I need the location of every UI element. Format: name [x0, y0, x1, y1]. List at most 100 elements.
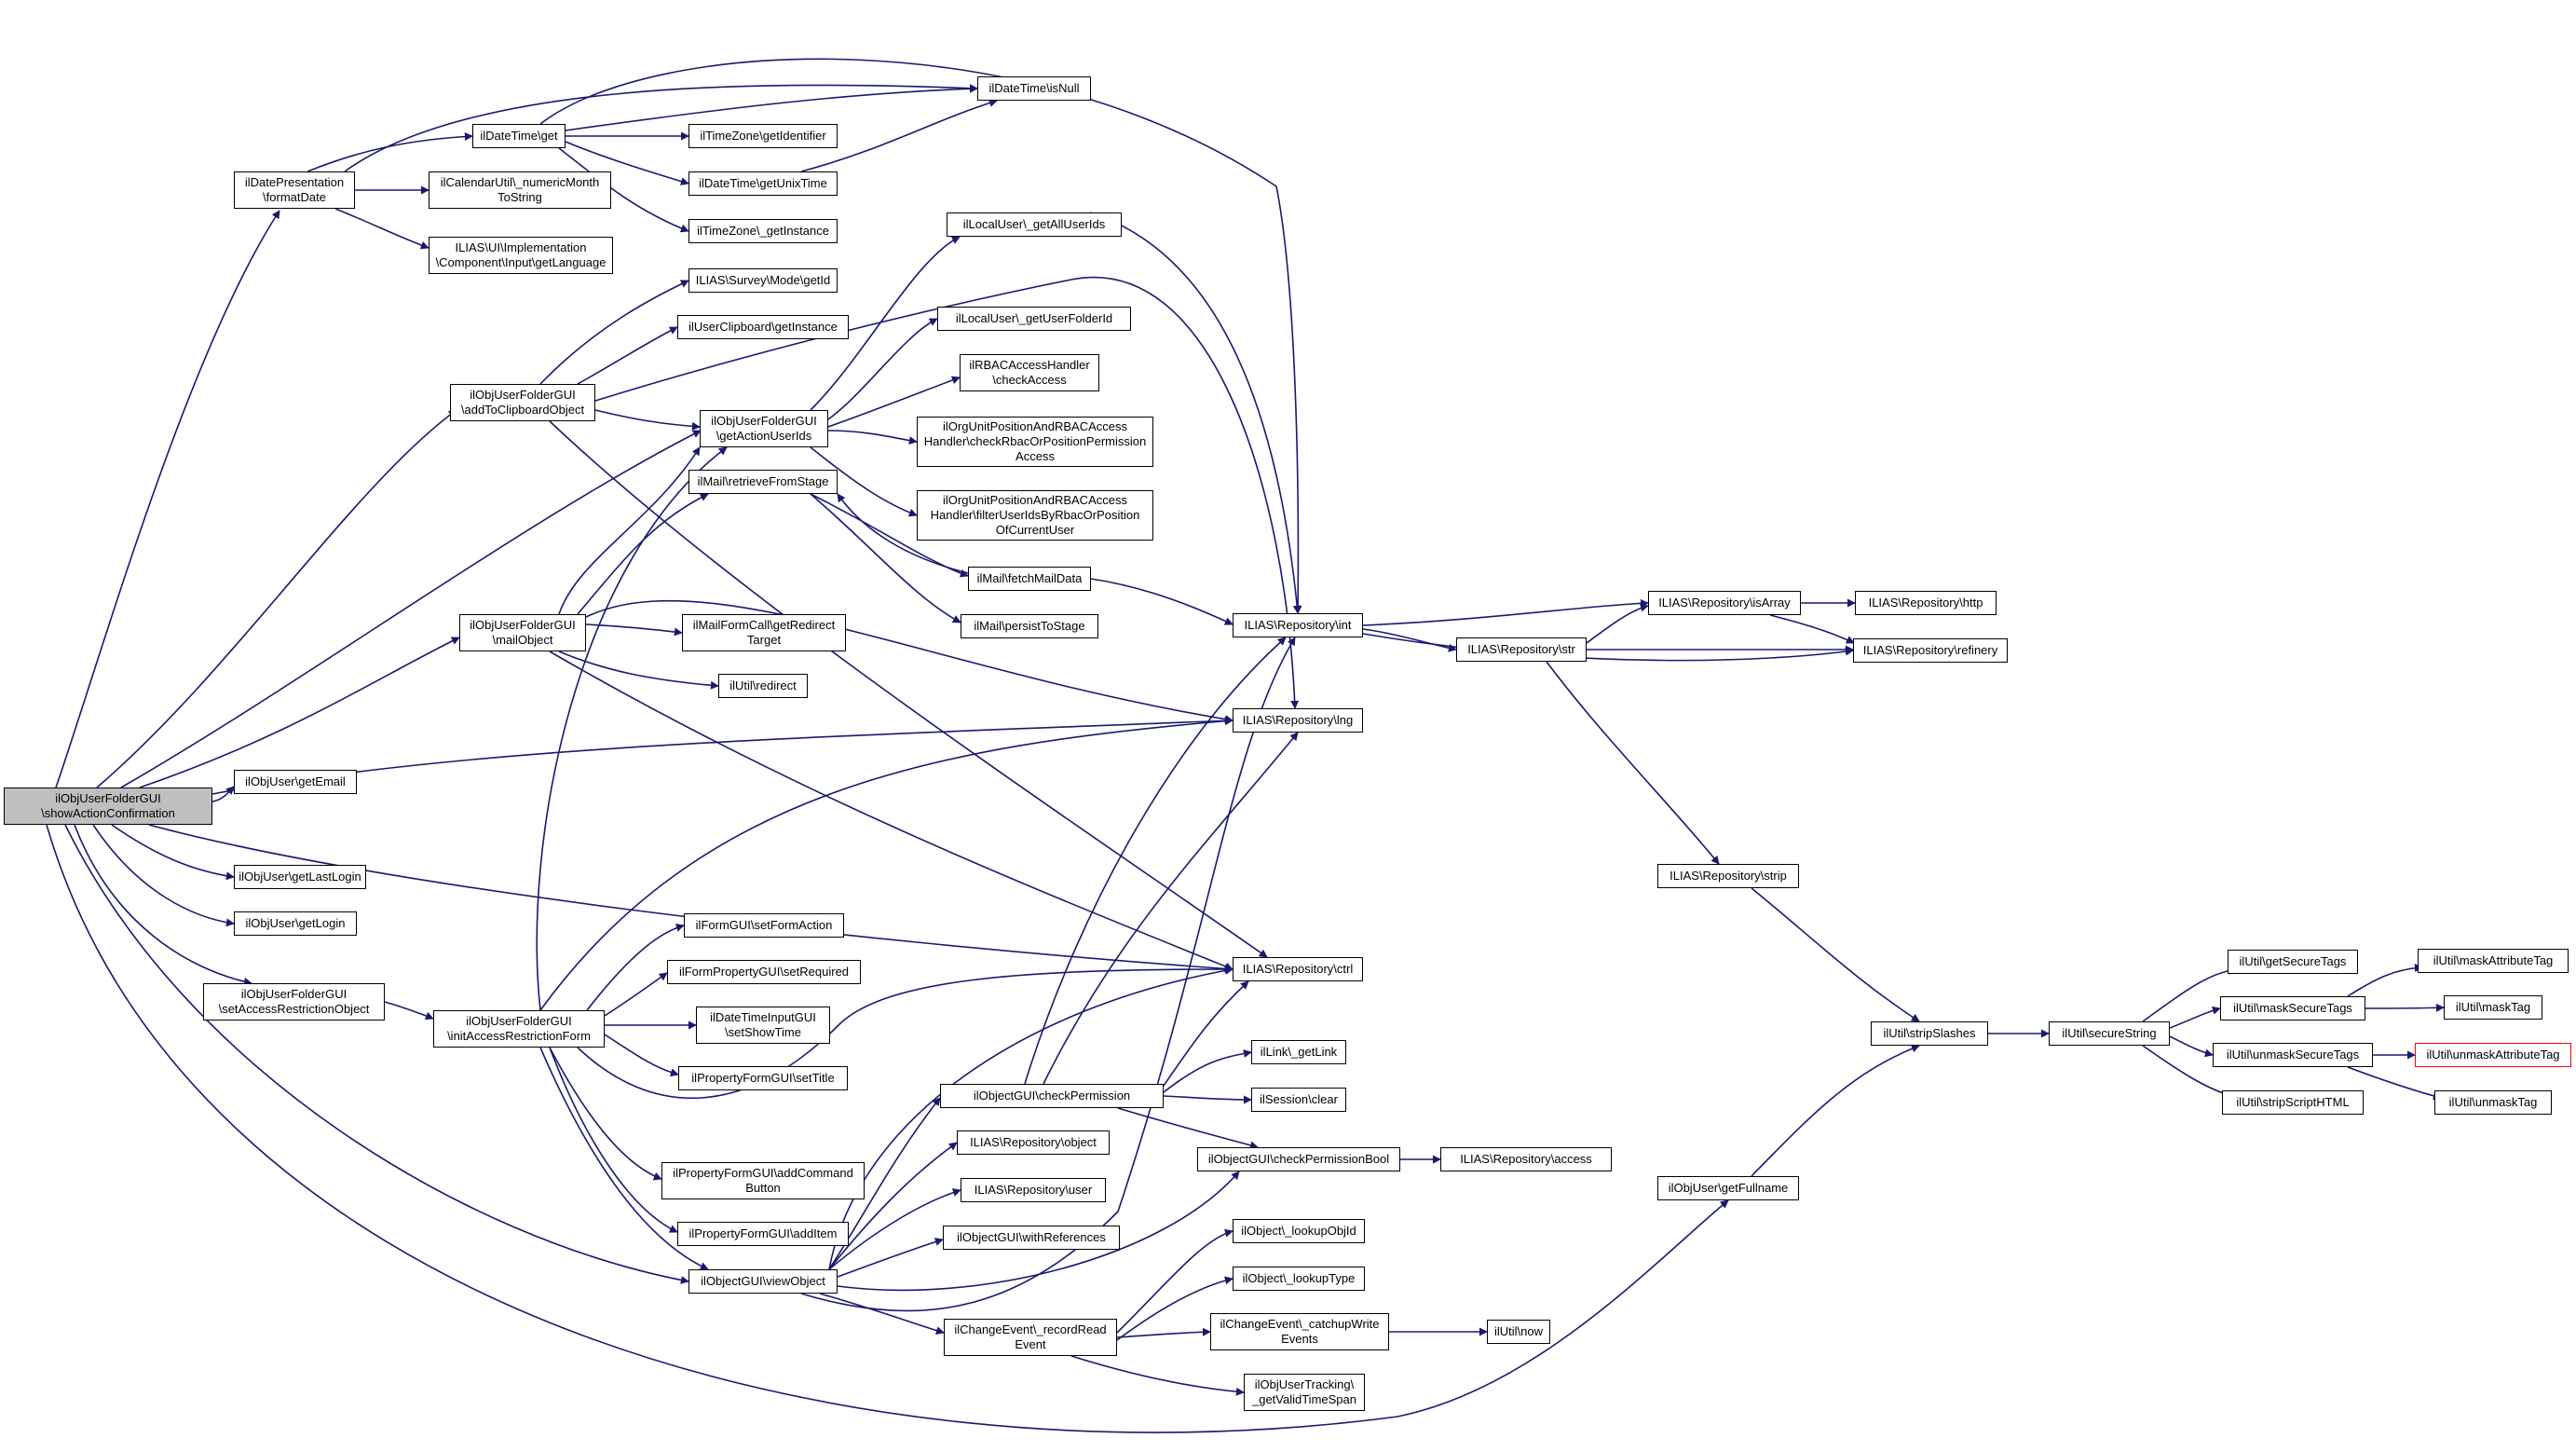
node-datetime-get[interactable]: ilDateTime\get	[472, 124, 566, 148]
node-util-unmask-tag[interactable]: ilUtil\unmaskTag	[2434, 1090, 2552, 1115]
node-set-access-restriction-object[interactable]: ilObjUserFolderGUI \setAccessRestriction…	[203, 983, 385, 1021]
call-edge	[558, 446, 701, 615]
call-edge	[1586, 603, 1649, 644]
call-edge	[594, 276, 1300, 709]
node-mail-form-call-get-redirect-target[interactable]: ilMailFormCall\getRedirect Target	[682, 614, 846, 651]
node-calendar-numeric-month[interactable]: ilCalendarUtil\_numericMonth ToString	[429, 171, 611, 209]
node-repository-user[interactable]: ILIAS\Repository\user	[961, 1178, 1106, 1202]
node-timezone-get-instance[interactable]: ilTimeZone\_getInstance	[688, 219, 838, 243]
node-mail-retrieve-from-stage[interactable]: ilMail\retrieveFromStage	[688, 470, 838, 494]
node-repository-str[interactable]: ILIAS\Repository\str	[1456, 637, 1587, 662]
call-edge	[549, 420, 1268, 958]
node-get-login[interactable]: ilObjUser\getLogin	[234, 911, 357, 936]
node-util-mask-tag[interactable]: ilUtil\maskTag	[2444, 995, 2542, 1020]
call-edge	[384, 1001, 434, 1021]
node-mail-fetch-mail-data[interactable]: ilMail\fetchMailData	[968, 567, 1091, 591]
node-util-unmask-attribute-tag[interactable]: ilUtil\unmaskAttributeTag	[2415, 1043, 2571, 1067]
node-datetime-get-unix-time[interactable]: ilDateTime\getUnixTime	[688, 171, 838, 196]
node-property-form-add-item[interactable]: ilPropertyFormGUI\addItem	[677, 1222, 849, 1246]
node-survey-mode-get-id[interactable]: ILIAS\Survey\Mode\getId	[688, 268, 838, 293]
node-get-action-user-ids[interactable]: ilObjUserFolderGUI \getActionUserIds	[700, 410, 828, 447]
call-edge	[810, 493, 961, 623]
call-edge	[1024, 637, 1287, 1085]
node-mail-object[interactable]: ilObjUserFolderGUI \mailObject	[459, 614, 586, 651]
call-edge	[549, 1047, 662, 1181]
node-user-tracking-get-valid-time-span[interactable]: ilObjUserTracking\ _getValidTimeSpan	[1244, 1374, 1365, 1411]
node-property-form-add-command-button[interactable]: ilPropertyFormGUI\addCommand Button	[661, 1162, 865, 1199]
node-datetime-input-set-show-time[interactable]: ilDateTimeInputGUI \setShowTime	[696, 1007, 830, 1044]
node-datetime-is-null[interactable]: ilDateTime\isNull	[977, 76, 1091, 101]
node-util-redirect[interactable]: ilUtil\redirect	[718, 674, 808, 698]
node-timezone-get-identifier[interactable]: ilTimeZone\getIdentifier	[688, 124, 838, 148]
node-repository-access[interactable]: ILIAS\Repository\access	[1440, 1147, 1612, 1171]
call-edge	[1769, 614, 1855, 644]
node-get-email[interactable]: ilObjUser\getEmail	[234, 770, 357, 794]
node-util-strip-slashes[interactable]: ilUtil\stripSlashes	[1871, 1021, 1988, 1046]
node-check-permission-bool[interactable]: ilObjectGUI\checkPermissionBool	[1197, 1147, 1400, 1171]
node-org-unit-filter-user-ids[interactable]: ilOrgUnitPositionAndRBACAccess Handler\f…	[917, 490, 1153, 541]
node-repository-http[interactable]: ILIAS\Repository\http	[1855, 591, 1997, 615]
node-object-with-references[interactable]: ilObjectGUI\withReferences	[943, 1226, 1120, 1250]
node-change-event-record-read-event[interactable]: ilChangeEvent\_recordRead Event	[944, 1319, 1117, 1356]
node-show-action-confirmation[interactable]: ilObjUserFolderGUI \showActionConfirmati…	[4, 788, 212, 825]
node-init-access-restriction-form[interactable]: ilObjUserFolderGUI \initAccessRestrictio…	[433, 1010, 605, 1048]
node-org-unit-check-rbac-or-position[interactable]: ilOrgUnitPositionAndRBACAccess Handler\c…	[917, 417, 1153, 467]
call-edge	[1070, 1355, 1245, 1396]
node-session-clear[interactable]: ilSession\clear	[1251, 1088, 1346, 1112]
node-util-unmask-secure-tags[interactable]: ilUtil\unmaskSecureTags	[2213, 1043, 2373, 1067]
call-edge	[1116, 1228, 1233, 1334]
node-repository-int[interactable]: ILIAS\Repository\int	[1233, 613, 1363, 637]
node-util-get-secure-tags[interactable]: ilUtil\getSecureTags	[2228, 950, 2358, 974]
call-edge	[111, 824, 235, 881]
node-form-set-form-action[interactable]: ilFormGUI\setFormAction	[684, 913, 844, 938]
node-repository-ctrl[interactable]: ILIAS\Repository\ctrl	[1233, 957, 1363, 981]
node-property-form-set-title[interactable]: ilPropertyFormGUI\setTitle	[678, 1066, 848, 1090]
node-repository-refinery[interactable]: ILIAS\Repository\refinery	[1853, 638, 2008, 663]
call-edge	[828, 1188, 961, 1270]
call-edge	[92, 824, 235, 927]
call-edge	[539, 717, 1233, 1011]
call-edge	[565, 141, 689, 185]
call-edge	[577, 965, 1233, 1100]
node-rbac-check-access[interactable]: ilRBACAccessHandler \checkAccess	[960, 354, 1099, 391]
call-edge	[1116, 1276, 1233, 1341]
call-edge	[828, 1142, 958, 1270]
node-link-get-link[interactable]: ilLink\_getLink	[1251, 1040, 1346, 1064]
node-util-mask-secure-tags[interactable]: ilUtil\maskSecureTags	[2220, 996, 2365, 1021]
node-change-event-catchup-write-events[interactable]: ilChangeEvent\_catchupWrite Events	[1210, 1313, 1389, 1350]
call-edge	[1163, 1095, 1252, 1104]
call-edge	[2365, 1003, 2445, 1012]
node-repository-is-array[interactable]: ILIAS\Repository\isArray	[1648, 591, 1801, 615]
call-edge	[1043, 732, 1299, 1085]
node-util-strip-script-html[interactable]: ilUtil\stripScriptHTML	[2222, 1090, 2364, 1115]
call-edge	[800, 637, 1296, 1312]
node-util-secure-string[interactable]: ilUtil\secureString	[2049, 1021, 2170, 1046]
node-mail-persist-to-stage[interactable]: ilMail\persistToStage	[961, 614, 1098, 638]
node-util-mask-attribute-tag[interactable]: ilUtil\maskAttributeTag	[2418, 949, 2569, 973]
node-add-to-clipboard-object[interactable]: ilObjUserFolderGUI \addToClipboardObject	[450, 384, 595, 421]
node-user-clipboard-get-instance[interactable]: ilUserClipboard\getInstance	[677, 315, 849, 339]
call-edge	[64, 824, 689, 1284]
node-format-date[interactable]: ilDatePresentation \formatDate	[234, 171, 355, 209]
call-edge	[139, 637, 460, 788]
call-edge	[1546, 661, 1720, 865]
node-repository-lng[interactable]: ILIAS\Repository\lng	[1233, 708, 1363, 733]
node-local-user-get-all-user-ids[interactable]: ilLocalUser\_getAllUserIds	[947, 212, 1122, 237]
node-repository-strip[interactable]: ILIAS\Repository\strip	[1657, 864, 1799, 888]
call-edge	[549, 651, 1233, 971]
node-local-user-get-user-folder-id[interactable]: ilLocalUser\_getUserFolderId	[937, 307, 1131, 331]
node-check-permission[interactable]: ilObjectGUI\checkPermission	[940, 1084, 1164, 1108]
node-view-object[interactable]: ilObjectGUI\viewObject	[688, 1269, 838, 1294]
call-edge	[539, 280, 689, 385]
node-get-last-login[interactable]: ilObjUser\getLastLogin	[234, 865, 366, 889]
node-object-lookup-type[interactable]: ilObject\_lookupType	[1233, 1267, 1365, 1291]
node-form-property-set-required[interactable]: ilFormPropertyGUI\setRequired	[667, 960, 861, 984]
call-edge	[800, 99, 998, 172]
node-obj-user-get-fullname[interactable]: ilObjUser\getFullname	[1657, 1176, 1799, 1200]
node-object-lookup-obj-id[interactable]: ilObject\_lookupObjId	[1233, 1219, 1365, 1243]
node-repository-object[interactable]: ILIAS\Repository\object	[957, 1130, 1110, 1155]
node-ui-get-language[interactable]: ILIAS\UI\Implementation \Component\Input…	[429, 237, 613, 274]
call-edge	[810, 446, 918, 517]
call-edge	[2169, 1006, 2221, 1029]
node-util-now[interactable]: ilUtil\now	[1487, 1320, 1550, 1344]
